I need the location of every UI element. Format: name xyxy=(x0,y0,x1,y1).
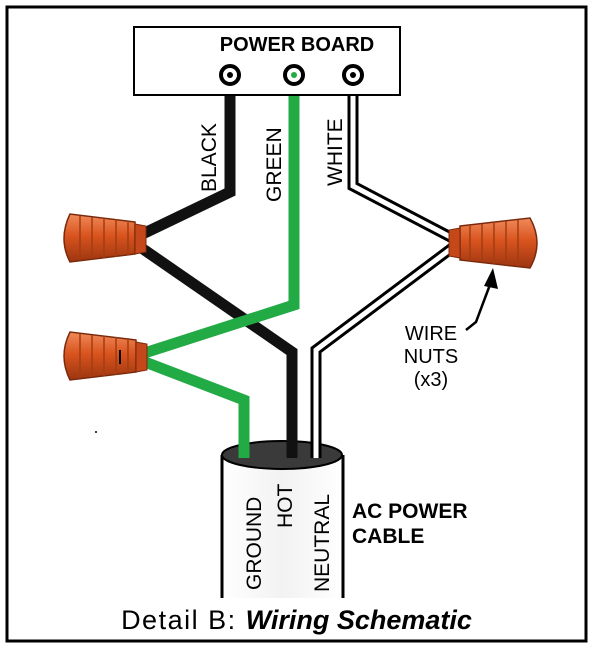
caption-prefix: Detail B: xyxy=(121,605,246,635)
wire-nuts-arrow xyxy=(465,268,498,331)
ac-power-cable xyxy=(220,440,345,598)
power-board: POWER BOARD xyxy=(133,26,401,96)
label-black: BLACK xyxy=(198,123,221,192)
power-board-label: POWER BOARD xyxy=(220,34,374,56)
label-green: GREEN xyxy=(263,127,286,202)
figure-caption: Detail B: Wiring Schematic xyxy=(0,598,593,642)
label-white: WHITE xyxy=(324,118,347,186)
wire-nuts-label-line3: (x3) xyxy=(414,369,448,391)
label-neutral: NEUTRAL xyxy=(311,494,334,592)
ac-power-cable-label-line2: CABLE xyxy=(352,525,424,548)
ac-power-cable-label-line1: AC POWER xyxy=(352,500,468,523)
wire-nuts-label-line2: NUTS xyxy=(404,346,458,368)
wire-nut-white xyxy=(448,217,538,269)
label-hot: HOT xyxy=(274,484,297,529)
label-ground: GROUND xyxy=(243,497,266,590)
caption-title: Wiring Schematic xyxy=(245,605,472,635)
stray-dot xyxy=(95,431,97,433)
green-terminal xyxy=(283,64,305,86)
outer-frame xyxy=(5,5,588,643)
wire-nuts-label-line1: WIRE xyxy=(405,323,457,345)
white-terminal xyxy=(342,64,364,86)
black-terminal xyxy=(219,64,241,86)
wire-nut-black xyxy=(63,213,147,263)
wire-nut-green xyxy=(63,331,148,381)
